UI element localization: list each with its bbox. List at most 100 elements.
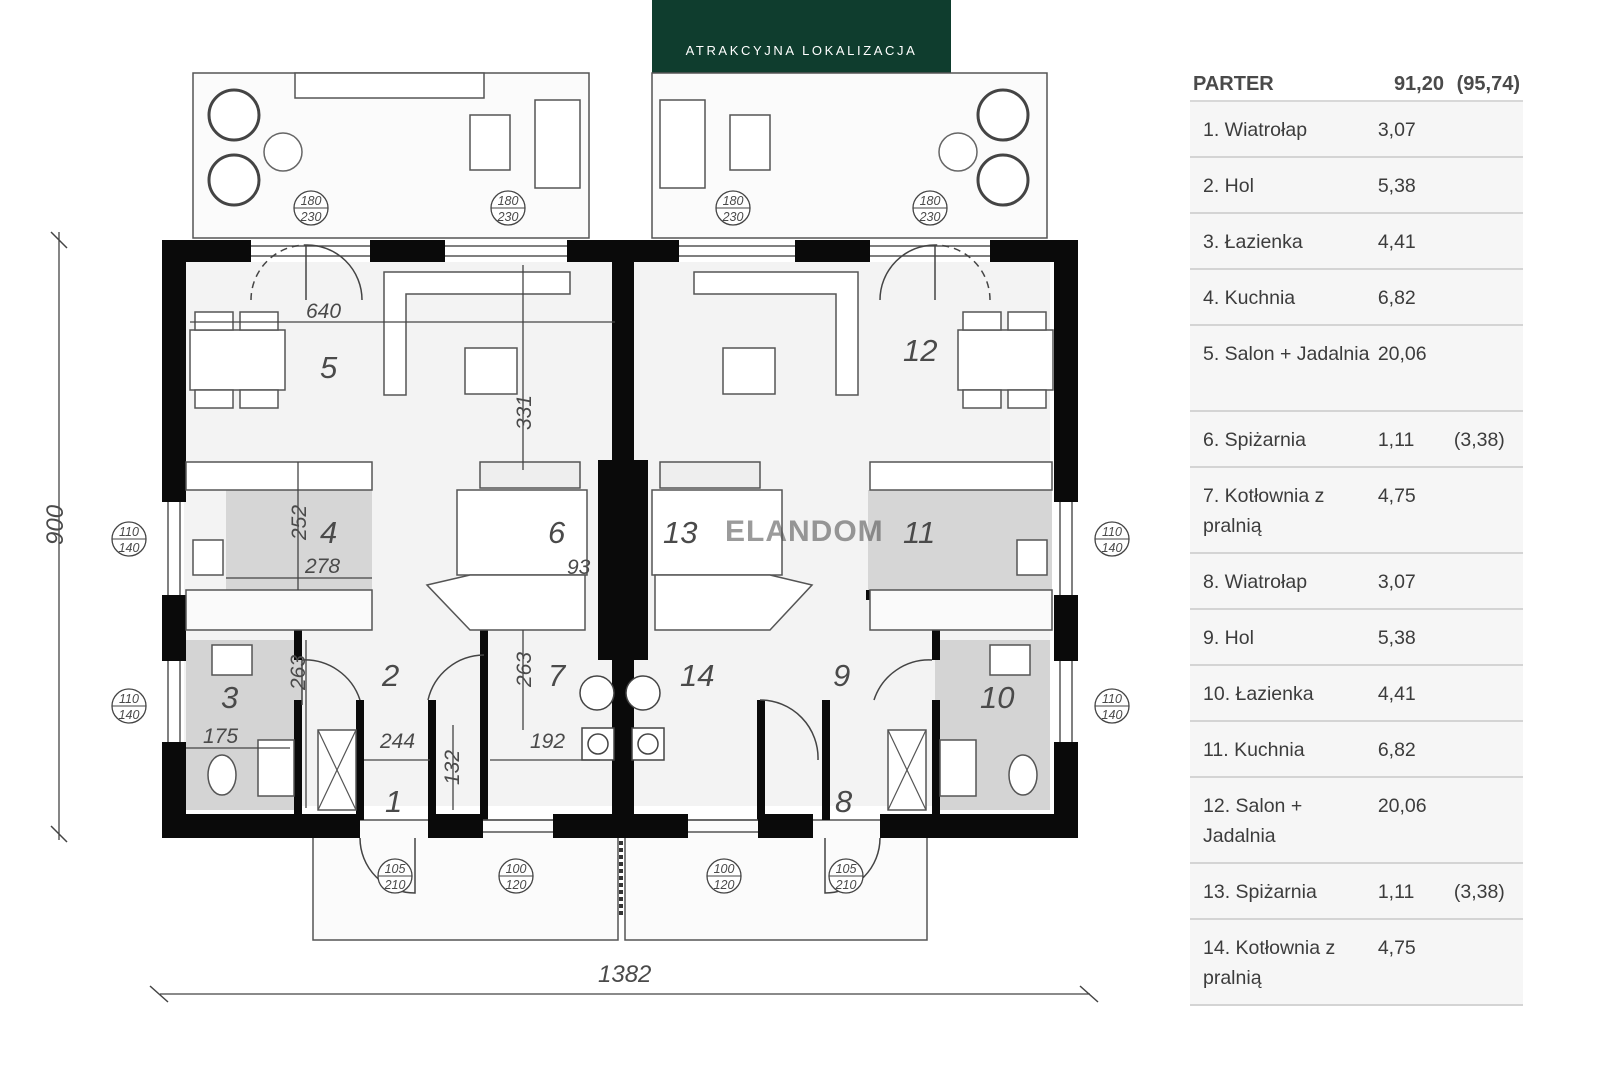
table-row: 9. Hol 5,38 [1190, 610, 1523, 666]
opening-label: 140 [1102, 708, 1123, 722]
room-name: 9. Hol [1203, 627, 1254, 649]
room-number: 1 [385, 784, 402, 819]
kitchen-4-floor [226, 490, 372, 590]
opening-label: 210 [835, 878, 857, 892]
watermark-logo: ELANDOM [725, 515, 884, 548]
area-table: PARTER 91,20 (95,74) 1. Wiatrołap 3,07 2.… [1190, 68, 1523, 1006]
table-row: 3. Łazienka 4,41 [1190, 214, 1523, 270]
dim-93: 93 [567, 556, 591, 579]
dim-132: 132 [441, 750, 464, 785]
room-extra [1454, 339, 1523, 410]
room-name: 10. Łazienka [1203, 683, 1314, 705]
opening-label: 110 [1102, 692, 1122, 706]
opening-label: 140 [119, 541, 140, 555]
room-extra [1454, 933, 1523, 1004]
banner-text: ATRAKCYJNA LOKALIZACJA [685, 42, 918, 58]
porch-right [624, 819, 928, 941]
room-extra [1454, 623, 1523, 664]
opening-label: 140 [119, 708, 140, 722]
room-area: 3,07 [1377, 571, 1416, 593]
room-extra: (3,38) [1453, 881, 1505, 903]
opening-label: 110 [1102, 525, 1122, 539]
opening-label: 180 [301, 194, 322, 208]
table-row: 6. Spiżarnia 1,11 (3,38) [1190, 412, 1523, 468]
opening-label: 230 [919, 210, 941, 224]
opening-label: 120 [714, 878, 735, 892]
room-name: 5. Salon + Jadalnia [1203, 343, 1370, 365]
header-area: 91,20 [1393, 72, 1444, 95]
dim-252: 252 [288, 505, 311, 541]
opening-label: 110 [119, 525, 139, 539]
room-area: 3,07 [1377, 119, 1416, 141]
opening-label: 120 [506, 878, 527, 892]
total-width-label: 1382 [598, 961, 651, 988]
room-extra [1454, 481, 1523, 552]
total-depth-label: 900 [42, 504, 69, 545]
table-row: 2. Hol 5,38 [1190, 158, 1523, 214]
room-number: 4 [320, 515, 337, 550]
room-name: 11. Kuchnia [1203, 739, 1305, 761]
table-row: 11. Kuchnia 6,82 [1190, 722, 1523, 778]
room-area: 4,75 [1377, 485, 1416, 507]
dim-192: 192 [530, 730, 565, 753]
room-extra [1454, 791, 1523, 862]
room-number: 3 [221, 680, 238, 715]
opening-label: 180 [498, 194, 519, 208]
room-area: 4,75 [1377, 937, 1416, 959]
dim-331: 331 [513, 395, 536, 430]
room-number: 5 [320, 350, 338, 385]
room-extra [1454, 115, 1523, 156]
room-name: 3. Łazienka [1203, 231, 1303, 253]
room-name: 14. Kotłownia z pralnią [1203, 937, 1336, 989]
room-number: 11 [903, 515, 935, 550]
dim-244: 244 [379, 730, 415, 753]
opening-label: 140 [1102, 541, 1123, 555]
room-area: 5,38 [1377, 627, 1416, 649]
opening-label: 230 [300, 210, 322, 224]
opening-label: 210 [384, 878, 406, 892]
room-number: 2 [381, 658, 399, 693]
dim-175: 175 [203, 725, 238, 748]
room-area: 1,11 [1377, 881, 1415, 903]
room-number: 7 [548, 658, 567, 693]
room-area: 4,41 [1377, 231, 1416, 253]
room-number: 10 [980, 680, 1014, 715]
room-area: 6,82 [1377, 287, 1416, 309]
dim-640: 640 [306, 300, 341, 323]
room-area: 20,06 [1377, 343, 1427, 365]
dim-263: 263 [513, 652, 536, 688]
room-name: 1. Wiatrołap [1203, 119, 1308, 141]
room-name: 2. Hol [1203, 175, 1254, 197]
floor-plan: 180 230 180 230 180 230 180 230 110 140 … [42, 72, 1130, 1003]
room-extra [1454, 679, 1523, 720]
room-extra [1454, 283, 1523, 324]
table-row: 1. Wiatrołap 3,07 [1190, 102, 1523, 158]
room-area: 20,06 [1377, 795, 1427, 817]
opening-label: 110 [119, 692, 139, 706]
room-area: 1,11 [1377, 429, 1415, 451]
opening-label: 180 [723, 194, 744, 208]
table-header: PARTER 91,20 (95,74) [1190, 68, 1523, 102]
room-extra: (3,38) [1453, 429, 1505, 451]
room-area: 4,41 [1377, 683, 1416, 705]
table-row: 12. Salon + Jadalnia 20,06 [1190, 778, 1523, 864]
opening-label: 180 [920, 194, 941, 208]
room-area: 5,38 [1377, 175, 1416, 197]
opening-label: 105 [836, 862, 857, 876]
room-extra [1454, 227, 1523, 268]
dim-263: 263 [287, 655, 310, 691]
room-name: 8. Wiatrołap [1203, 571, 1308, 593]
room-number: 14 [680, 658, 714, 693]
opening-label: 230 [722, 210, 744, 224]
room-area: 6,82 [1377, 739, 1416, 761]
room-name: 12. Salon + Jadalnia [1203, 795, 1303, 847]
room-number: 8 [835, 784, 853, 819]
room-number: 13 [663, 515, 697, 550]
header-floor: PARTER [1193, 72, 1274, 95]
table-row: 8. Wiatrołap 3,07 [1190, 554, 1523, 610]
opening-label: 105 [385, 862, 406, 876]
room-name: 6. Spiżarnia [1203, 429, 1306, 451]
table-row: 10. Łazienka 4,41 [1190, 666, 1523, 722]
